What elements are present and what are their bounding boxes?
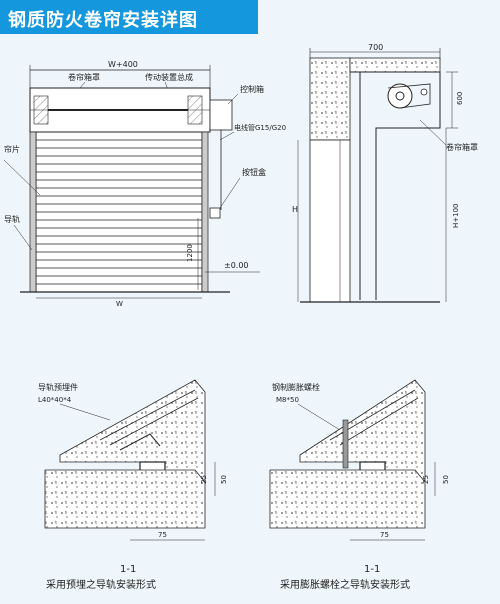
dim-right-75: 75 <box>380 531 389 539</box>
detail-embedded: 导轨预埋件 L40*40*4 25 50 75 1-1 采用预埋之导轨安装形式 <box>38 379 228 591</box>
label-curtain: 帘片 <box>4 144 20 154</box>
label-drive-assembly: 传动装置总成 <box>145 72 193 82</box>
page-title: 钢质防火卷帘安装详图 <box>8 10 198 31</box>
label-side-box-cover: 卷帘箱罩 <box>446 142 478 152</box>
dim-700: 700 <box>368 43 383 52</box>
label-bolt-spec: M8*50 <box>276 396 299 404</box>
label-embedded-part: 导轨预埋件 <box>38 382 78 392</box>
label-embedded-spec: L40*40*4 <box>38 396 72 404</box>
label-conduit: 电线管G15/G20 <box>234 123 286 132</box>
caption-embedded: 采用预埋之导轨安装形式 <box>46 578 156 591</box>
title-bar: 钢质防火卷帘安装详图 <box>0 0 258 34</box>
label-expansion-bolt: 钢制膨胀螺栓 <box>272 382 320 392</box>
label-control-box: 控制箱 <box>240 84 264 94</box>
dim-right-50: 50 <box>442 475 450 484</box>
section-right: 1-1 <box>364 564 380 575</box>
front-view: W+400 卷帘箱罩 传动装置总成 控制箱 电线管G15/G20 按钮盒 <box>3 60 286 308</box>
detail-expansion-bolt: 钢制膨胀螺栓 M8*50 25 50 75 1-1 采用膨胀螺栓之导轨安装形式 <box>269 379 450 591</box>
dim-left-75: 75 <box>158 531 167 539</box>
dim-w: W <box>116 300 123 308</box>
dim-h-plus-100: H+100 <box>452 204 460 229</box>
label-button-box: 按钮盒 <box>242 167 266 177</box>
dim-w-plus-400: W+400 <box>108 60 138 69</box>
label-rail: 导轨 <box>4 214 20 224</box>
dim-h: H <box>292 205 298 214</box>
side-view: 700 600 卷帘箱罩 H <box>292 43 478 303</box>
ceiling-concrete <box>309 57 351 141</box>
label-box-cover: 卷帘箱罩 <box>68 72 100 82</box>
dim-600: 600 <box>456 92 464 105</box>
curtain-slats <box>36 139 202 285</box>
dim-1200: 1200 <box>186 244 194 262</box>
caption-expansion-bolt: 采用膨胀螺栓之导轨安装形式 <box>280 578 410 591</box>
dim-left-50: 50 <box>220 475 228 484</box>
level-zero: ±0.00 <box>224 261 249 270</box>
dim-right-25: 25 <box>422 475 430 484</box>
section-left: 1-1 <box>120 564 136 575</box>
dim-left-25: 25 <box>200 475 208 484</box>
